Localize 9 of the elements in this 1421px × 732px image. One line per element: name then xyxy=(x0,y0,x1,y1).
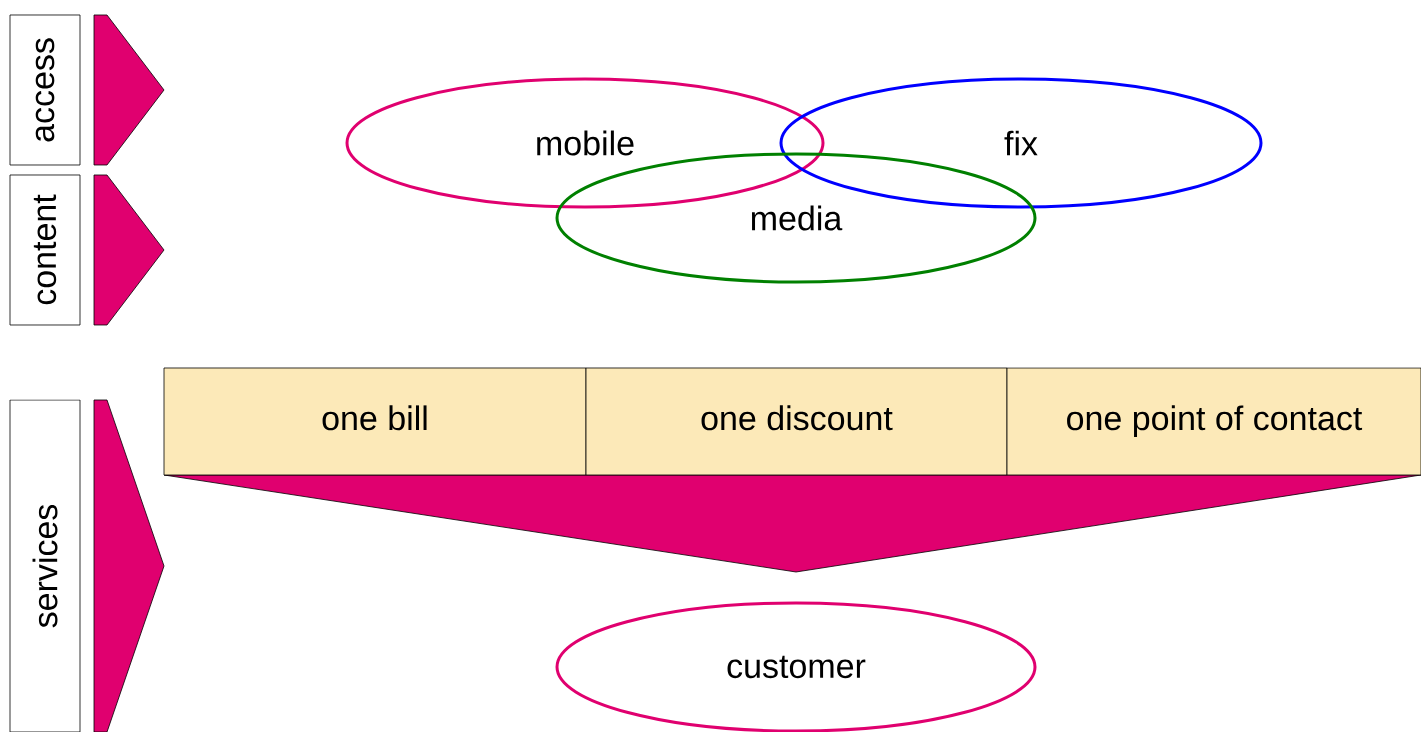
table-cell: one discount xyxy=(585,367,1008,476)
chevron-shape xyxy=(93,174,165,326)
side-label-box: content xyxy=(9,174,81,326)
table-cell: one point of contact xyxy=(1006,367,1421,476)
side-label-box: services xyxy=(9,399,81,732)
side-label-box: access xyxy=(9,14,81,166)
table-cell: one bill xyxy=(163,367,587,476)
chevron-shape xyxy=(93,399,165,732)
chevron-shape xyxy=(93,14,165,166)
